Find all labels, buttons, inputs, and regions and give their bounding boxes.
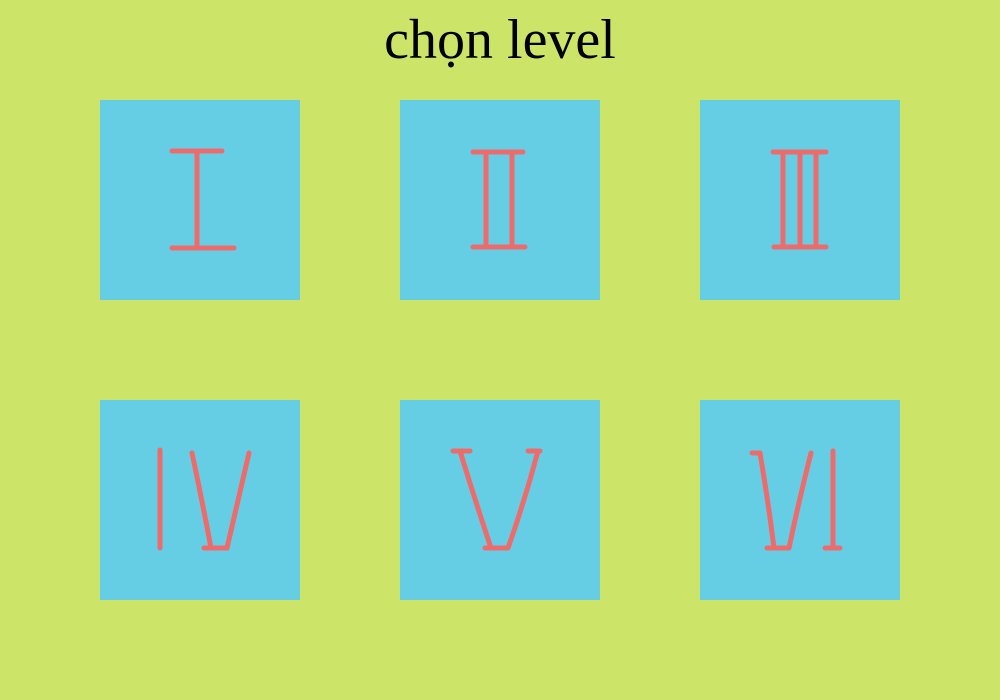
level-4-button[interactable] xyxy=(100,400,300,600)
numeral-ii-icon xyxy=(470,149,528,250)
level-2-button[interactable] xyxy=(400,100,600,300)
level-1-button[interactable] xyxy=(100,100,300,300)
numeral-v-icon xyxy=(450,448,543,551)
numeral-vi-icon xyxy=(749,448,843,551)
numeral-iii-icon xyxy=(770,149,829,250)
level-5-button[interactable] xyxy=(400,400,600,600)
page-title: chọn level xyxy=(384,9,616,71)
numeral-i-icon xyxy=(169,148,237,251)
level-3-button[interactable] xyxy=(700,100,900,300)
level-6-button[interactable] xyxy=(700,400,900,600)
numeral-iv-icon xyxy=(157,447,252,551)
